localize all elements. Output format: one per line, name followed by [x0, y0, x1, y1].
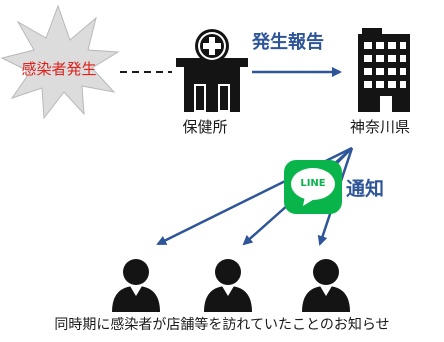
prefecture-label: 神奈川県	[349, 118, 410, 136]
notify-label: 通知	[346, 178, 385, 200]
person-icon	[204, 259, 252, 312]
office-building-icon	[358, 28, 410, 112]
person-icon	[112, 259, 160, 312]
line-app-label: LINE	[300, 178, 326, 189]
health-center-label: 保健所	[182, 118, 228, 136]
line-app-icon	[284, 160, 342, 214]
report-label: 発生報告	[252, 32, 324, 53]
caption: 同時期に感染者が店舗等を訪れていたことのお知らせ	[54, 317, 390, 333]
health-center-building-icon	[176, 29, 248, 112]
person-icon	[302, 259, 350, 312]
burst-label: 感染者発生	[21, 60, 97, 78]
burst-icon	[0, 4, 120, 120]
